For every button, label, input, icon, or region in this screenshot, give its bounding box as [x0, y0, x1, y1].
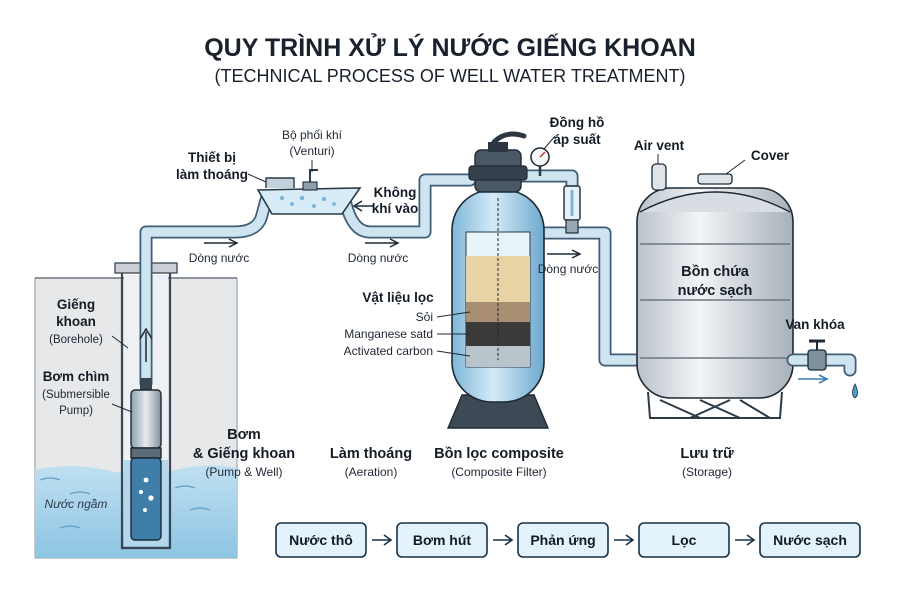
media-title-label: Vật liệu lọc — [362, 290, 434, 305]
stage-aeration-label: Làm thoáng — [330, 446, 412, 462]
pump-label-1: Bơm chìm — [43, 369, 110, 384]
flow-arrow-1 — [204, 238, 239, 248]
composite-filter — [446, 131, 550, 429]
tank-label-1: Bồn chứa — [681, 264, 750, 280]
flow-label-2: Dòng nước — [348, 251, 409, 265]
media-label-2: Manganese satd — [344, 327, 433, 341]
step-box-3: Phản ứng — [517, 522, 609, 558]
stage-filter-label: Bồn lọc composite — [434, 446, 564, 462]
page-title: QUY TRÌNH XỬ LÝ NƯỚC GIẾNG KHOAN — [204, 32, 696, 62]
process-steps: Nước thô Bơm hút Phản ứng Lọc Nước sạch — [275, 522, 861, 558]
valve-label: Van khóa — [785, 317, 845, 332]
aerator-label-1: Thiết bị — [188, 150, 236, 165]
submersible-pump — [130, 378, 162, 541]
step-box-4: Lọc — [638, 522, 730, 558]
borehole-label-2: khoan — [56, 314, 96, 329]
step-label-4: Lọc — [672, 532, 697, 548]
step-arrow-1 — [372, 534, 393, 546]
tank-label-2: nước sạch — [678, 283, 753, 299]
step-box-5: Nước sạch — [759, 522, 861, 558]
aerator-venturi — [256, 169, 362, 215]
step-label-5: Nước sạch — [773, 532, 847, 548]
step-arrow-2 — [493, 534, 514, 546]
flow-label-3: Dòng nước — [538, 262, 599, 276]
borehole-label-1: Giếng — [57, 297, 95, 312]
step-box-2: Bơm hút — [396, 522, 488, 558]
air-in-label-2: khí vào — [372, 201, 419, 216]
flow-label-1: Dòng nước — [189, 251, 250, 265]
outlet-valve — [786, 339, 858, 399]
groundwater-label: Nước ngầm — [45, 497, 108, 511]
cover-label: Cover — [751, 148, 790, 163]
media-label-1: Sỏi — [416, 310, 433, 324]
flow-meter — [563, 185, 581, 234]
step-arrow-4 — [735, 534, 756, 546]
pump-en-label-2: Pump) — [59, 405, 93, 417]
gauge-label-2: áp suất — [553, 132, 601, 147]
borehole-en-label: (Borehole) — [49, 334, 103, 346]
step-label-1: Nước thô — [289, 532, 353, 548]
stage-aeration-en: (Aeration) — [345, 465, 398, 479]
step-label-2: Bơm hút — [413, 532, 472, 548]
step-box-1: Nước thô — [275, 522, 367, 558]
flow-up-arrow — [139, 327, 153, 362]
stage-storage-en: (Storage) — [682, 465, 732, 479]
step-arrow-3 — [614, 534, 635, 546]
page-subtitle: (TECHNICAL PROCESS OF WELL WATER TREATME… — [214, 66, 685, 86]
flow-arrow-2 — [365, 238, 400, 248]
storage-tank — [636, 154, 794, 419]
pump-en-label-1: (Submersible — [42, 389, 110, 401]
pressure-gauge — [530, 135, 556, 176]
venturi-label: Bộ phối khí — [282, 128, 343, 142]
step-label-3: Phản ứng — [530, 532, 595, 548]
stage-filter-en: (Composite Filter) — [451, 465, 546, 479]
air-in-label-1: Không — [374, 185, 417, 200]
aerator-label-2: làm thoáng — [176, 167, 248, 182]
gauge-label-1: Đồng hồ — [550, 115, 605, 130]
media-label-3: Activated carbon — [344, 344, 433, 358]
outlet-flow-arrow — [798, 374, 829, 384]
stage-storage-label: Lưu trữ — [680, 446, 734, 462]
air-in-arrow — [352, 200, 374, 212]
stage-pump-en: (Pump & Well) — [205, 465, 282, 479]
stage-pump-label-2: & Giếng khoan — [193, 446, 295, 462]
air-vent-label: Air vent — [634, 138, 685, 153]
venturi-en-label: (Venturi) — [289, 144, 334, 158]
flow-arrow-3 — [547, 249, 582, 259]
stage-pump-label-1: Bơm — [227, 427, 261, 443]
